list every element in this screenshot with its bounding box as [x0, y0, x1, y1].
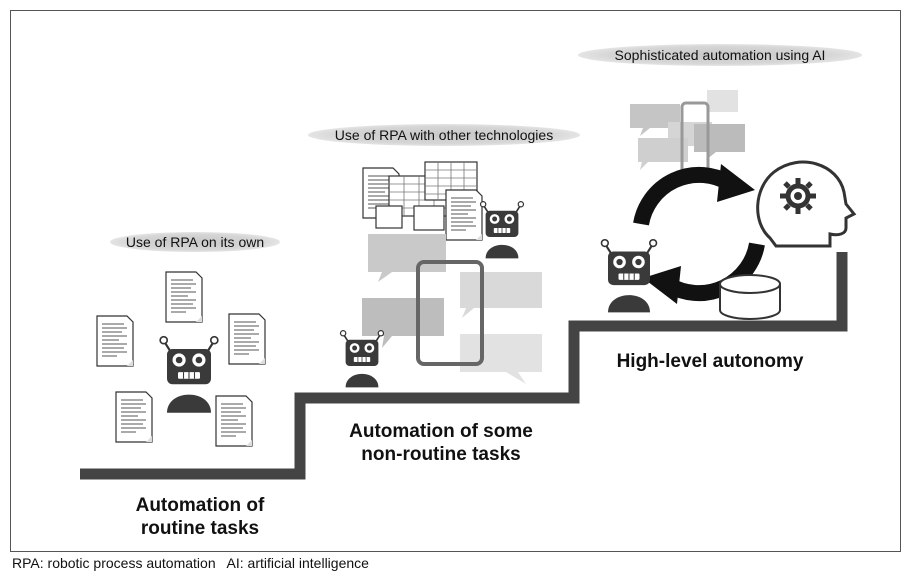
- stage-2-label: Automation of some non-routine tasks: [349, 421, 533, 465]
- stage-1-label: Automation of routine tasks: [135, 495, 265, 539]
- footnote-rpa: RPA: robotic process automation: [12, 555, 216, 571]
- footnote-ai: AI: artificial intelligence: [226, 555, 369, 571]
- staircase: [80, 252, 848, 480]
- document-icon: [115, 391, 153, 443]
- document-icon: [165, 271, 203, 323]
- document-icon: [96, 315, 134, 367]
- speech-bubble-icon: [630, 90, 745, 175]
- stage-3-label: High-level autonomy: [616, 351, 804, 372]
- robot-icon: [600, 238, 658, 314]
- figure-frame: [10, 10, 901, 552]
- robot-icon: [479, 200, 525, 260]
- document-icon: [215, 395, 253, 447]
- approach-ai-label: Sophisticated automation using AI: [578, 44, 862, 66]
- document-icon: [228, 313, 266, 365]
- spreadsheet-icon: [362, 161, 483, 241]
- robot-icon: [159, 335, 219, 414]
- head-gear-icon: [756, 160, 857, 248]
- database-icon: [719, 274, 781, 320]
- robot-icon: [339, 329, 385, 389]
- approach-rpa-other-label: Use of RPA with other technologies: [308, 124, 580, 146]
- speech-bubble-icon: [362, 234, 542, 384]
- approach-rpa-alone-label: Use of RPA on its own: [110, 232, 280, 252]
- footnote: RPA: robotic process automation AI: arti…: [12, 555, 369, 571]
